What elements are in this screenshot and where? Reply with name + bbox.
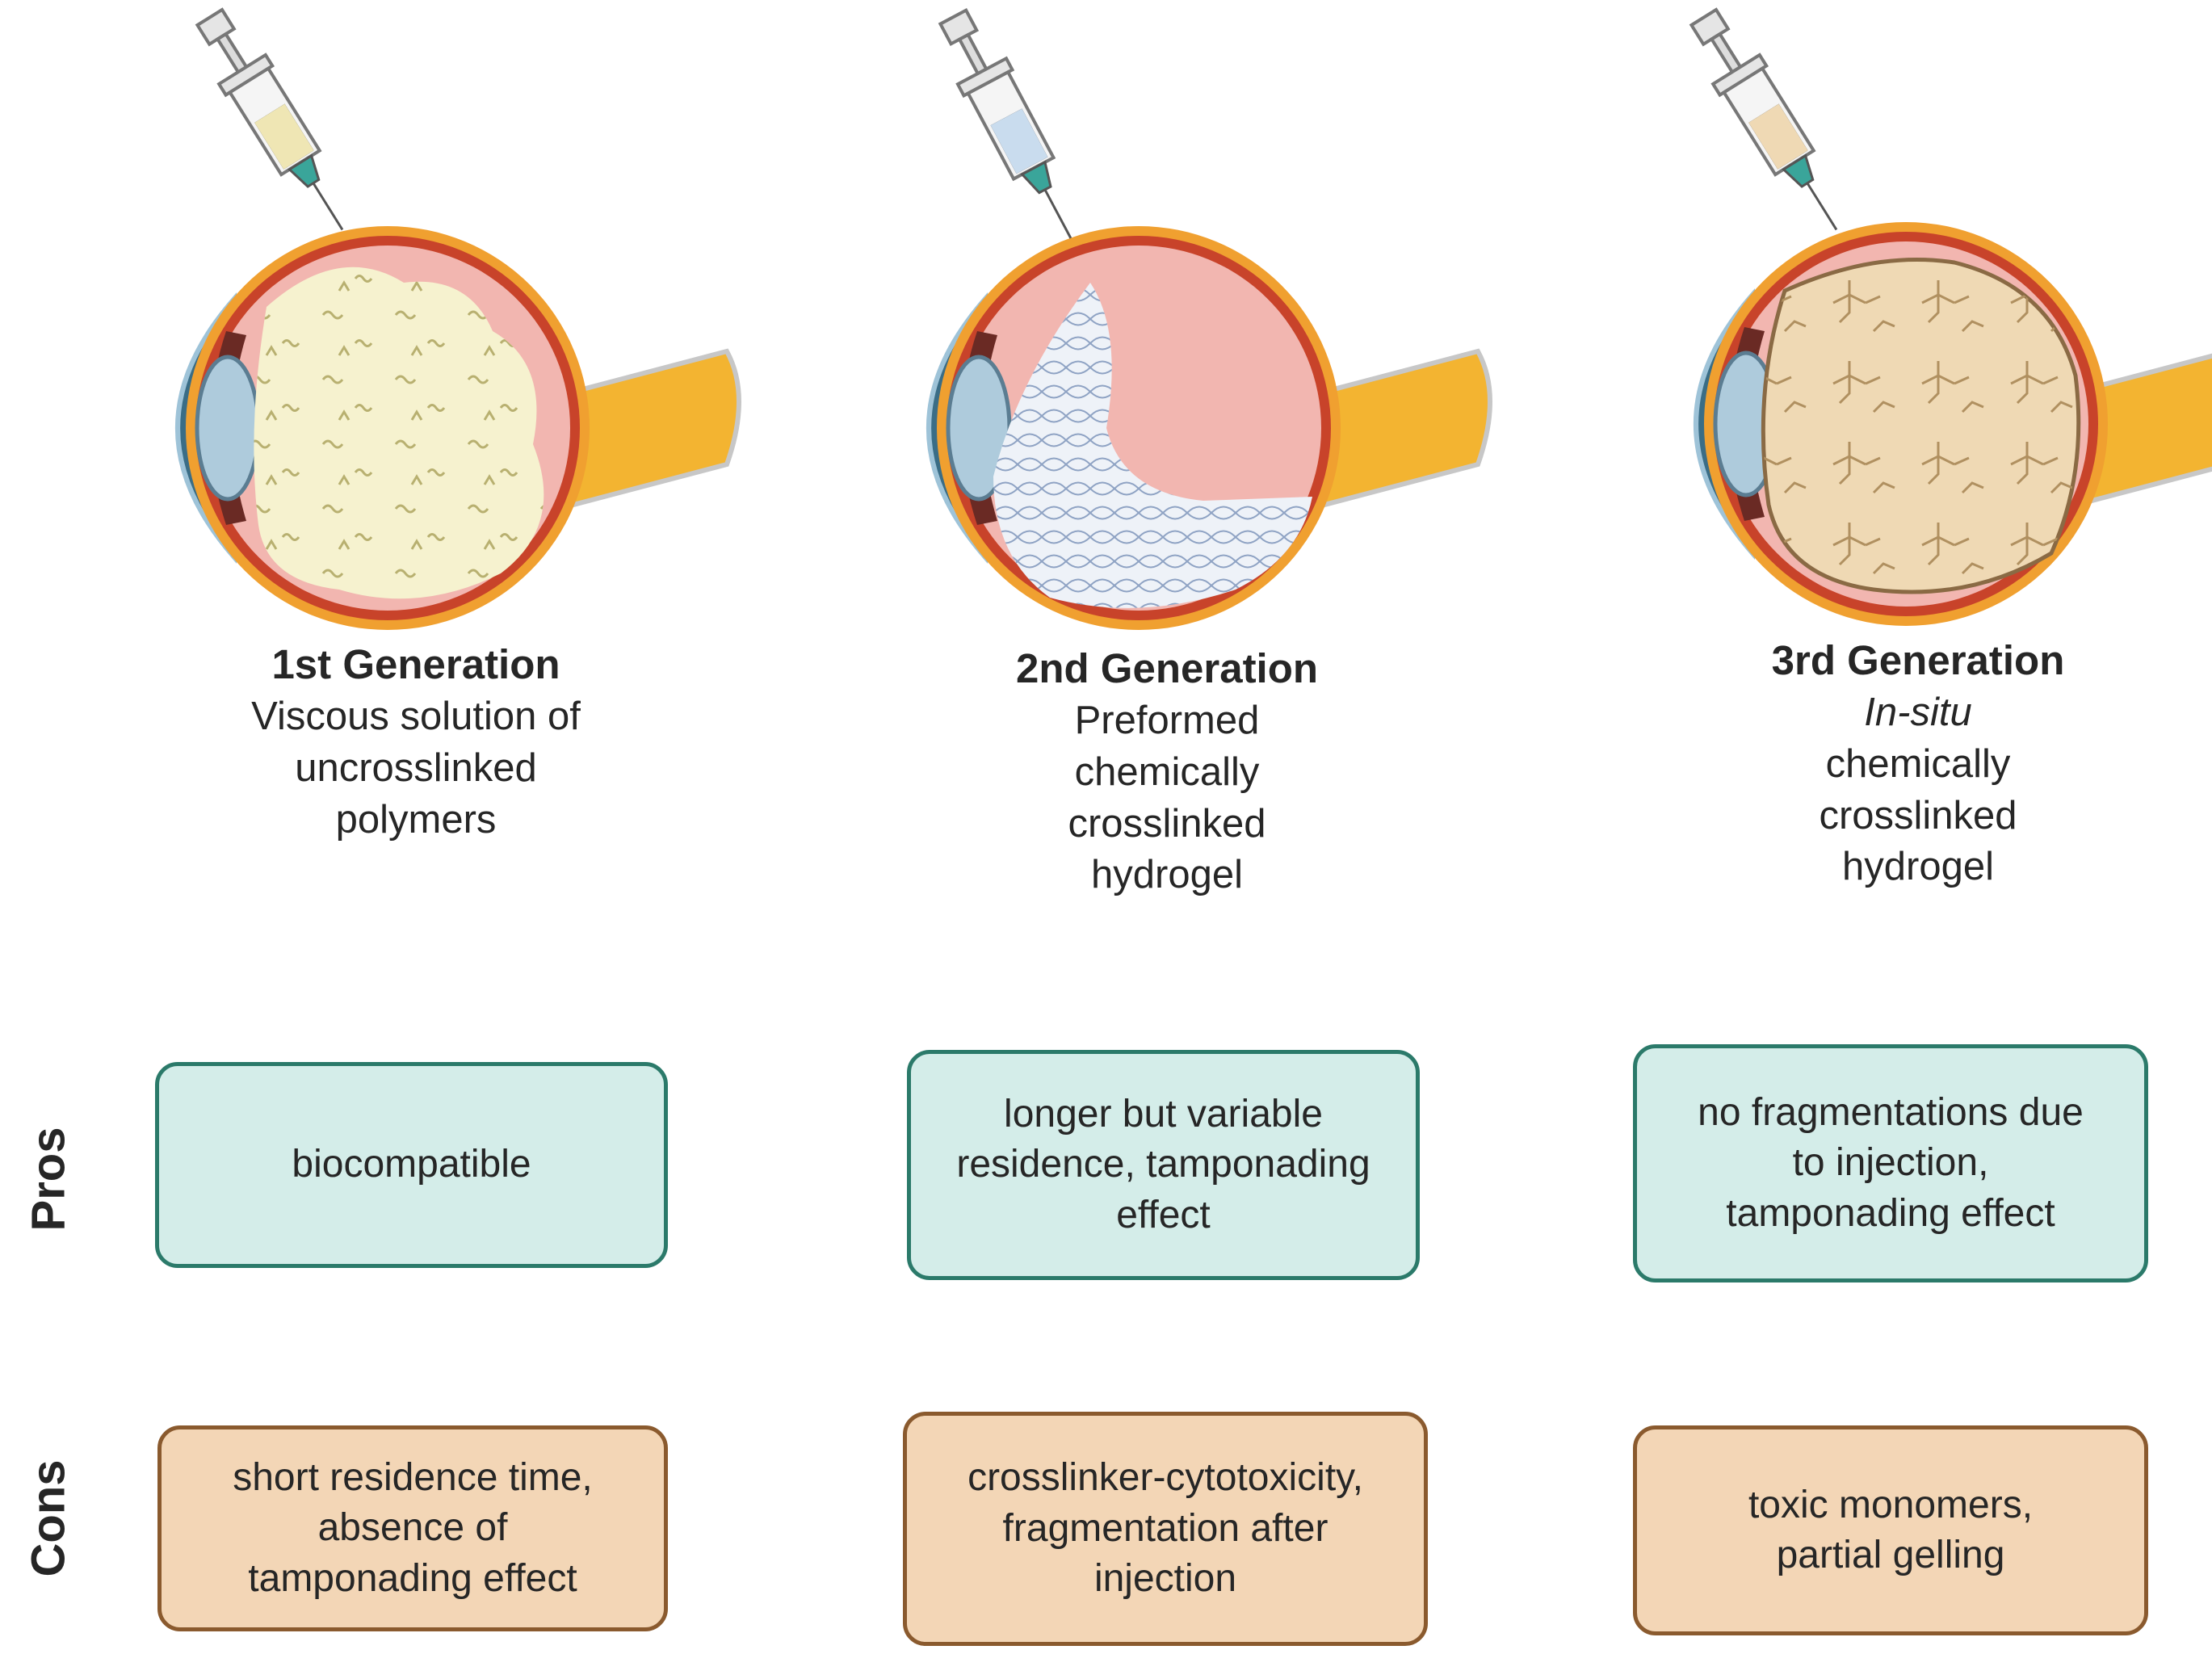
generation-title: 2nd Generation: [1015, 645, 1319, 691]
card-line: fragmentation after: [1002, 1506, 1328, 1550]
card-line: residence, tamponading: [956, 1143, 1370, 1186]
cons-card-1st: short residence time, absence of tampona…: [157, 1425, 668, 1631]
generation-2-description: 2nd Generation Preformed chemically cros…: [917, 642, 1417, 901]
syringe-3rd-generation: [1678, 1, 1862, 246]
cons-row-label: Cons: [22, 1459, 75, 1577]
card-line: tamponading effect: [1726, 1191, 2055, 1235]
generation-line: hydrogel: [1842, 845, 1994, 889]
card-line: biocompatible: [292, 1143, 531, 1186]
generation-line: In-situ: [1864, 691, 1972, 735]
generation-line: Viscous solution of: [251, 695, 581, 739]
generation-title: 1st Generation: [271, 641, 560, 687]
eye-1st-generation: [178, 226, 739, 630]
generation-title: 3rd Generation: [1771, 637, 2065, 683]
generation-line: chemically: [1825, 741, 2011, 786]
card-line: to injection,: [1792, 1141, 1989, 1185]
cons-card-3rd: toxic monomers, partial gelling: [1633, 1425, 2148, 1635]
pros-card-1st: biocompatible: [155, 1062, 668, 1268]
syringe-1st-generation: [184, 1, 367, 246]
generation-line: polymers: [335, 797, 497, 842]
eye-3rd-generation: [1696, 222, 2212, 626]
generation-line: crosslinked: [1068, 801, 1266, 846]
card-line: crosslinker-cytotoxicity,: [967, 1456, 1363, 1500]
generation-line: uncrosslinked: [295, 745, 537, 790]
card-line: tamponading effect: [248, 1556, 577, 1600]
card-line: injection: [1093, 1557, 1237, 1601]
generation-line: chemically: [1074, 749, 1260, 794]
pros-row-label: Pros: [22, 1127, 75, 1232]
card-line: short residence time,: [233, 1455, 593, 1499]
syringe-2nd-generation: [929, 4, 1095, 251]
cons-card-2nd: crosslinker-cytotoxicity, fragmentation …: [903, 1412, 1428, 1646]
card-line: partial gelling: [1776, 1534, 2005, 1576]
card-line: effect: [1116, 1193, 1211, 1236]
eye-2nd-generation: [929, 226, 1490, 630]
card-line: no fragmentations due: [1698, 1090, 2084, 1134]
generation-3-description: 3rd Generation In-situ chemically crossl…: [1668, 634, 2168, 893]
generation-1-description: 1st Generation Viscous solution of uncro…: [166, 638, 666, 846]
generation-line: hydrogel: [1091, 853, 1243, 897]
generation-line: Preformed: [1074, 699, 1260, 743]
card-line: toxic monomers,: [1748, 1483, 2034, 1526]
generation-line: crosslinked: [1819, 793, 2017, 837]
card-line: absence of: [317, 1506, 508, 1550]
pros-card-3rd: no fragmentations due to injection, tamp…: [1633, 1044, 2148, 1282]
pros-card-2nd: longer but variable residence, tamponadi…: [907, 1050, 1420, 1280]
card-line: longer but variable: [1004, 1092, 1323, 1136]
